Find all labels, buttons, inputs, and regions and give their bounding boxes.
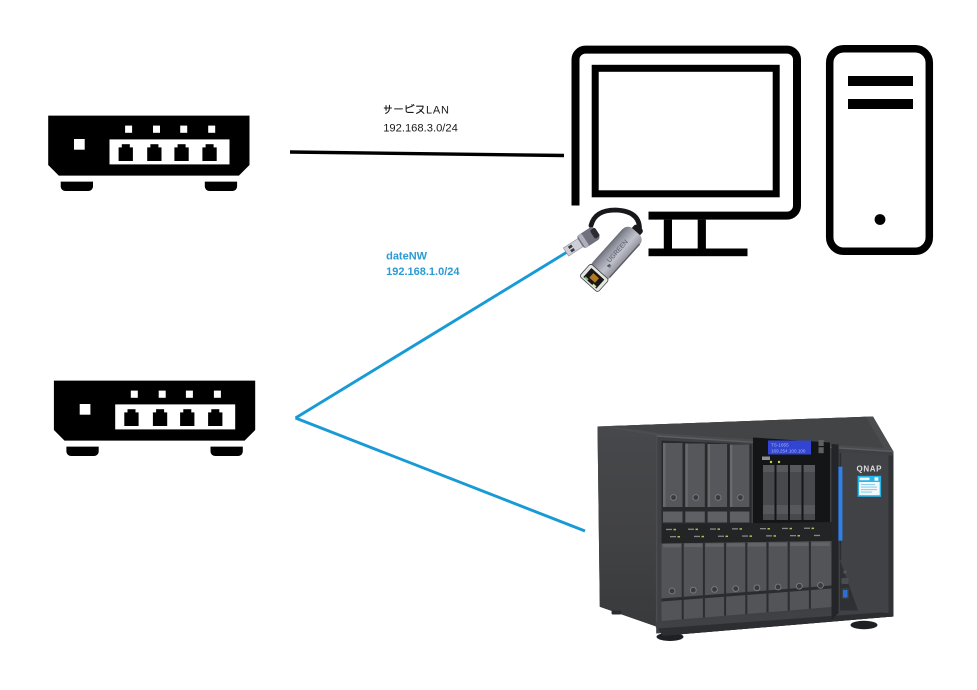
svg-text:dateNW: dateNW — [386, 250, 428, 262]
svg-text:192.168.1.0/24: 192.168.1.0/24 — [386, 266, 460, 278]
svg-text:169.254.100.100: 169.254.100.100 — [771, 449, 806, 454]
svg-text:192.168.3.0/24: 192.168.3.0/24 — [383, 122, 458, 134]
svg-text:QNAP: QNAP — [857, 465, 883, 474]
svg-text:LAN: LAN — [426, 105, 450, 117]
svg-text:TS-1655: TS-1655 — [771, 443, 789, 448]
